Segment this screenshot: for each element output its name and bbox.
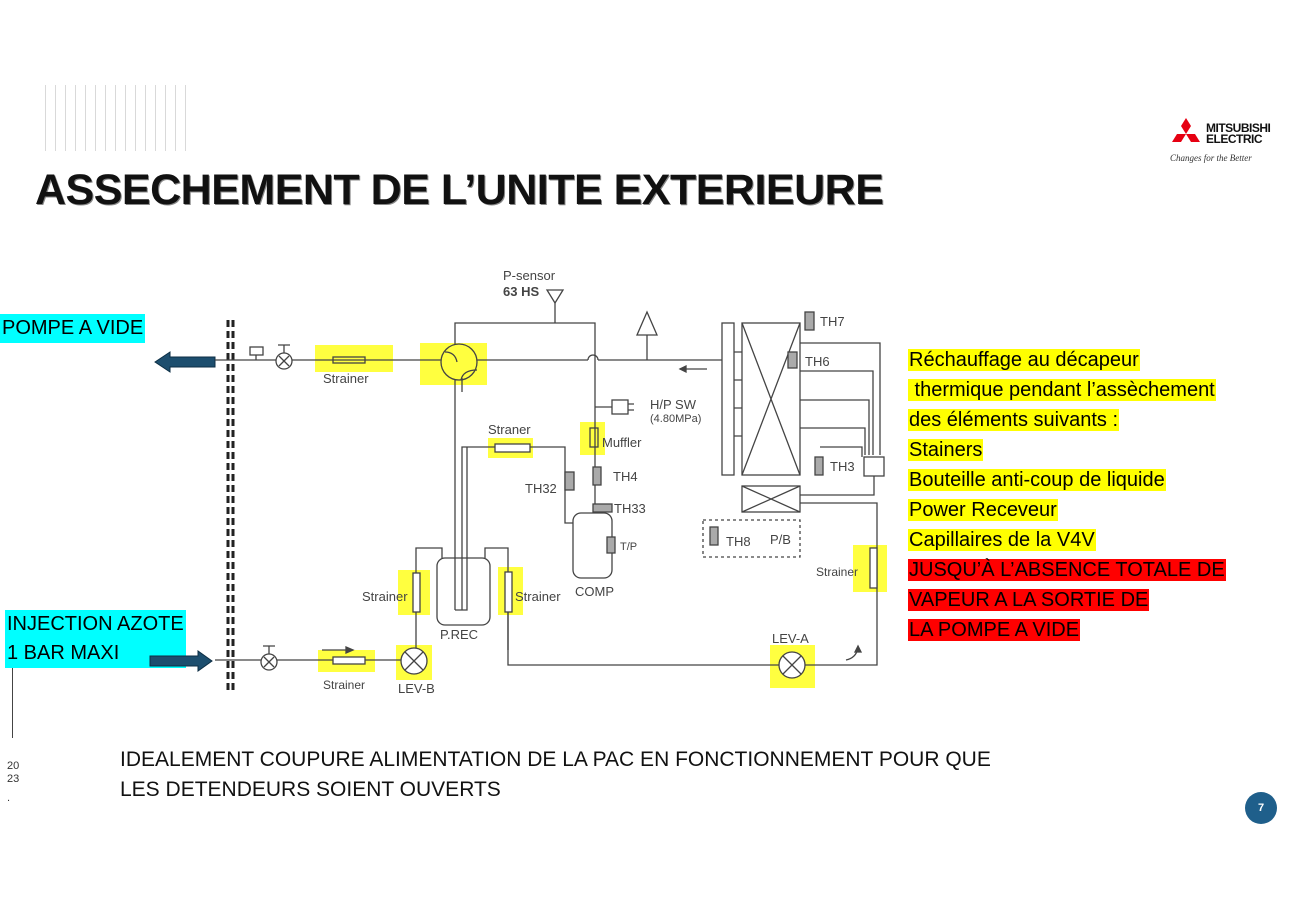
strainer-mid-label: Straner	[488, 422, 531, 437]
lev-a-label: LEV-A	[772, 631, 809, 646]
p-sensor-label: P-sensor	[503, 268, 556, 283]
th4-label: TH4	[613, 469, 638, 484]
strainer-far-label: Strainer	[816, 565, 858, 579]
th33-label: TH33	[614, 501, 646, 516]
strainer-left-label: Strainer	[362, 589, 408, 604]
diagram-labels: P-sensor 63 HS Strainer Straner H/P SW (…	[323, 268, 858, 696]
note-line: Stainers	[908, 439, 984, 461]
th7-sensor-icon	[804, 311, 815, 331]
muffler-label: Muffler	[602, 435, 642, 450]
distributor-box	[863, 456, 885, 477]
bottom-note: IDEALEMENT COUPURE ALIMENTATION DE LA PA…	[120, 745, 991, 805]
four-way-valve-icon	[440, 343, 478, 381]
p-sensor-icon	[545, 289, 565, 305]
strainer-right-icon	[504, 571, 513, 613]
th6-sensor-icon	[787, 351, 798, 369]
lev-b-label: LEV-B	[398, 681, 435, 696]
strainer-left-icon	[412, 572, 421, 613]
decorative-stripes	[45, 85, 187, 151]
note-line: Réchauffage au décapeur	[908, 349, 1140, 371]
strainer-top-icon	[332, 356, 366, 364]
outlet-arrow-icon	[154, 351, 216, 373]
th7-label: TH7	[820, 314, 845, 329]
injection-label: INJECTION AZOTE 1 BAR MAXI	[5, 610, 186, 668]
strainer-right-label: Strainer	[515, 589, 561, 604]
p-sensor-id-label: 63 HS	[503, 284, 539, 299]
muffler-icon	[589, 427, 599, 448]
drying-instructions: Réchauffage au décapeur thermique pendan…	[908, 345, 1226, 645]
strainer-bottom-icon	[332, 656, 366, 665]
th3-sensor-icon	[814, 456, 824, 476]
inlet-arrow-icon	[149, 650, 213, 672]
warning-line: LA POMPE A VIDE	[908, 619, 1081, 641]
pcb-box	[702, 519, 801, 558]
highlight-4way-valve	[420, 343, 487, 385]
mitsubishi-diamonds-icon	[1172, 118, 1200, 142]
th4-sensor-icon	[592, 466, 602, 486]
fusible-plug-icon	[636, 310, 658, 336]
comp-label: COMP	[575, 584, 614, 599]
note-line: des éléments suivants :	[908, 409, 1119, 431]
prec-label: P.REC	[440, 627, 478, 642]
bottom-note-line2: LES DETENDEURS SOIENT OUVERTS	[120, 778, 501, 801]
warning-line: VAPEUR A LA SORTIE DE	[908, 589, 1150, 611]
highlight-strainer-top	[315, 345, 393, 372]
th8-sensor-icon	[709, 526, 719, 546]
page-number-badge: 7	[1245, 792, 1277, 824]
hp-sw-value: (4.80MPa)	[650, 413, 701, 425]
logo-tagline: Changes for the Better	[1170, 153, 1252, 163]
tp-label: T/P	[620, 541, 637, 553]
hp-switch-icon	[611, 399, 629, 415]
page-title: ASSECHEMENT DE L’UNITE EXTERIEURE	[35, 166, 884, 214]
gauge-icon	[249, 346, 264, 356]
compressor-icon	[572, 512, 613, 579]
bottom-note-line1: IDEALEMENT COUPURE ALIMENTATION DE LA PA…	[120, 748, 991, 771]
strainer-top-label: Strainer	[323, 371, 369, 386]
note-line: Power Receveur	[908, 499, 1058, 521]
power-receiver-icon	[436, 557, 491, 626]
th8-label: TH8	[726, 534, 751, 549]
pump-label: POMPE A VIDE	[0, 314, 146, 343]
warning-line: JUSQU’À L’ABSENCE TOTALE DE	[908, 559, 1226, 581]
heat-exchanger-icon	[741, 322, 801, 476]
note-line: Capillaires de la V4V	[908, 529, 1096, 551]
strainer-mid-icon	[494, 443, 531, 453]
th3-label: TH3	[830, 459, 855, 474]
hp-sw-label: H/P SW	[650, 397, 697, 412]
note-line: Bouteille anti-coup de liquide	[908, 469, 1166, 491]
strainer-far-icon	[869, 547, 878, 589]
footer-divider	[12, 668, 13, 738]
th33-sensor-icon	[592, 503, 613, 513]
tp-sensor-icon	[606, 536, 616, 554]
subcool-exchanger-icon	[741, 485, 801, 513]
fan-plate	[721, 322, 735, 476]
th6-label: TH6	[805, 354, 830, 369]
note-line: thermique pendant l’assèchement	[908, 379, 1216, 401]
strainer-bottom-label: Strainer	[323, 678, 365, 692]
th32-sensor-icon	[564, 471, 575, 491]
pb-label: P/B	[770, 532, 791, 547]
th32-label: TH32	[525, 481, 557, 496]
